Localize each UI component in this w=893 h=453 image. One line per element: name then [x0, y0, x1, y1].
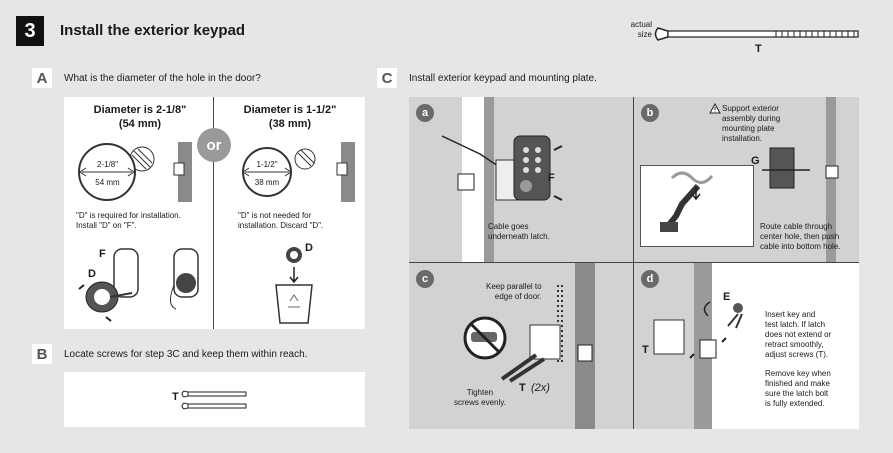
mounting-screws-diagram — [500, 285, 593, 383]
left-hole-diagram — [78, 142, 192, 202]
left-hole-mm: 54 mm — [95, 178, 120, 187]
panel-a-label-f: F — [548, 172, 555, 184]
right-hole-mm: 38 mm — [254, 178, 280, 187]
panel-d-remove-key-note: Remove key when finished and make sure t… — [765, 369, 831, 408]
right-hole-inch: 1-1/2" — [256, 160, 278, 169]
panel-b-inset — [640, 165, 754, 247]
actual-size-label: actual size — [630, 20, 652, 39]
panel-b-warning: Support exterior assembly during mountin… — [722, 104, 781, 143]
trash-can-icon — [275, 247, 313, 324]
panel-b-caption: Route cable through center hole, then pu… — [760, 222, 841, 251]
panel-d-label-t: T — [642, 344, 649, 356]
panel-d-label-e: E — [723, 291, 731, 303]
right-note: "D" is not needed for installation. Disc… — [238, 211, 324, 230]
panel-c-bg — [409, 263, 633, 429]
panel-a-caption: Cable goes underneath latch. — [488, 222, 550, 241]
panel-a-door-face — [484, 97, 494, 262]
warning-icon — [709, 102, 721, 114]
actual-size-screw-icon — [654, 27, 859, 41]
test-latch-diagram — [653, 301, 743, 359]
screws-icon — [181, 390, 247, 410]
section-a-divider — [213, 97, 214, 329]
left-label-f: F — [99, 248, 106, 260]
actual-size-t-label: T — [755, 43, 762, 55]
section-b-panel — [64, 372, 365, 427]
cable-routing-diagram — [660, 171, 714, 232]
panel-c-qty: (2x) — [531, 382, 550, 394]
section-b-label-t: T — [172, 391, 179, 403]
panel-b-door — [826, 97, 836, 262]
mounting-plate-diagram — [762, 147, 839, 189]
step-number: 3 — [16, 16, 44, 46]
section-c-hdivider — [409, 262, 859, 263]
section-b-letter: B — [32, 344, 52, 364]
page-title: Install the exterior keypad — [60, 22, 246, 39]
right-label-d: D — [305, 242, 313, 254]
step-a-badge: a — [416, 104, 434, 122]
panel-c-label-t: T — [519, 382, 526, 394]
panel-c-parallel-note: Keep parallel to edge of door. — [486, 282, 542, 301]
right-hole-diagram — [242, 142, 355, 202]
keypad-install-a-diagram — [441, 135, 563, 201]
right-diameter-subtitle: (38 mm) — [268, 118, 312, 130]
no-power-tool-icon — [463, 316, 507, 360]
section-a-question: What is the diameter of the hole in the … — [64, 73, 261, 84]
right-diameter-title: Diameter is 1-1/2" — [243, 104, 337, 116]
section-c-vdivider — [633, 97, 634, 429]
left-diameter-title: Diameter is 2-1/8" — [93, 104, 187, 116]
left-diameter-subtitle: (54 mm) — [118, 118, 162, 130]
panel-d-insert-key-note: Insert key and test latch. If latch does… — [765, 310, 832, 359]
left-note: "D" is required for installation. Instal… — [76, 211, 181, 230]
panel-b-label-g: G — [751, 155, 760, 167]
section-c-letter: C — [377, 68, 397, 88]
step-c-badge: c — [416, 270, 434, 288]
panel-c-tighten-note: Tighten screws evenly. — [454, 388, 506, 407]
left-label-d: D — [88, 268, 96, 280]
step-b-badge: b — [641, 104, 659, 122]
section-a-letter: A — [32, 68, 52, 88]
section-c-text: Install exterior keypad and mounting pla… — [409, 73, 597, 84]
or-badge: or — [197, 128, 231, 162]
left-hole-inch: 2-1/8" — [96, 160, 119, 169]
section-b-text: Locate screws for step 3C and keep them … — [64, 349, 308, 360]
adapter-ring-diagram — [78, 248, 199, 322]
step-d-badge: d — [641, 270, 659, 288]
